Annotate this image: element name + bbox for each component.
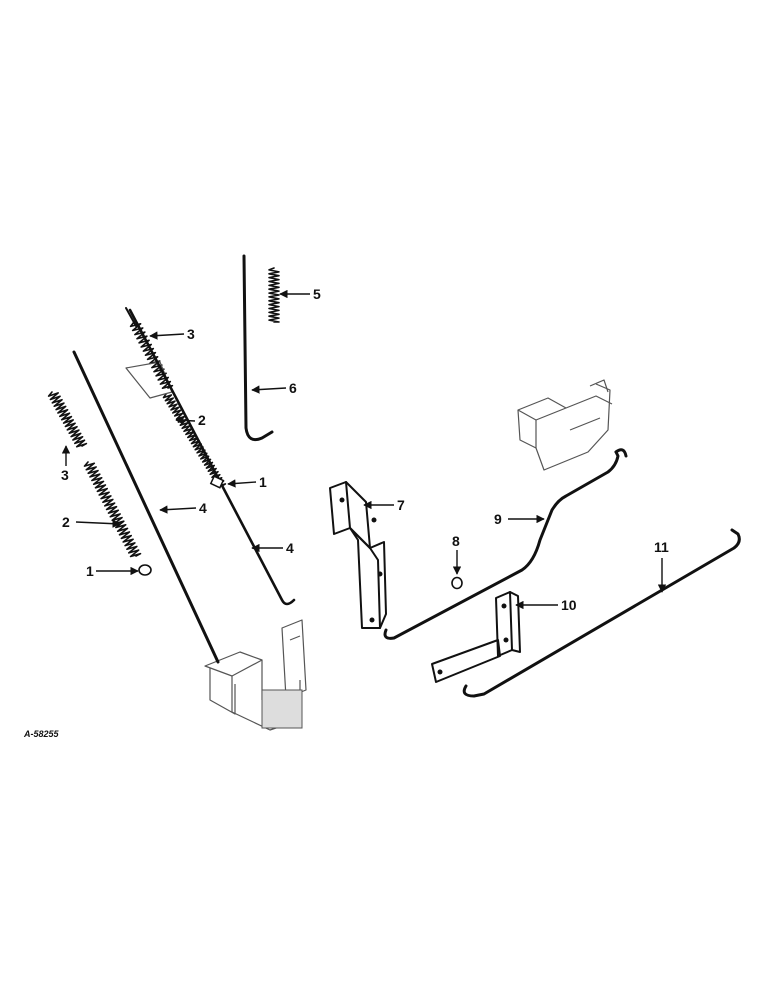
nut-part-1-left bbox=[138, 564, 152, 576]
spring-part-2-left bbox=[83, 461, 142, 558]
callout-11: 11 bbox=[654, 539, 669, 555]
left-mounting-bracket bbox=[204, 619, 307, 731]
callout-1-left: 1 bbox=[86, 563, 94, 579]
rod-part-4-upper bbox=[125, 307, 296, 606]
callout-8: 8 bbox=[452, 533, 460, 549]
callout-6: 6 bbox=[289, 380, 297, 396]
callout-2-left: 2 bbox=[62, 514, 70, 530]
spring-part-3-upper bbox=[129, 321, 174, 389]
rod-part-9 bbox=[383, 448, 628, 640]
spring-part-5 bbox=[268, 267, 280, 323]
bracket-part-7 bbox=[329, 481, 387, 629]
spring-part-2-upper bbox=[162, 393, 227, 488]
callout-4-upper: 4 bbox=[286, 540, 294, 556]
nut-part-1-upper bbox=[209, 475, 225, 489]
spring-part-3-left bbox=[47, 391, 88, 448]
bracket-part-10 bbox=[431, 591, 521, 683]
drawing-code: A-58255 bbox=[23, 729, 60, 739]
right-mounting-bracket bbox=[517, 379, 613, 471]
callout-3-left: 3 bbox=[61, 467, 69, 483]
callout-4-left: 4 bbox=[199, 500, 207, 516]
callout-9: 9 bbox=[494, 511, 502, 527]
callout-10: 10 bbox=[561, 597, 577, 613]
rod-part-11 bbox=[462, 528, 741, 698]
callout-3-upper: 3 bbox=[187, 326, 195, 342]
washer-part-8 bbox=[451, 576, 463, 590]
leader-lines bbox=[61, 289, 667, 610]
callout-2-upper: 2 bbox=[198, 412, 206, 428]
rod-part-4-left bbox=[72, 350, 220, 664]
callout-7: 7 bbox=[397, 497, 405, 513]
rod-part-6 bbox=[242, 254, 274, 442]
callout-5: 5 bbox=[313, 286, 321, 302]
callout-labels: 3 3 2 1 2 1 4 4 5 6 7 9 8 10 11 A-58255 bbox=[23, 286, 669, 739]
callout-1-upper: 1 bbox=[259, 474, 267, 490]
